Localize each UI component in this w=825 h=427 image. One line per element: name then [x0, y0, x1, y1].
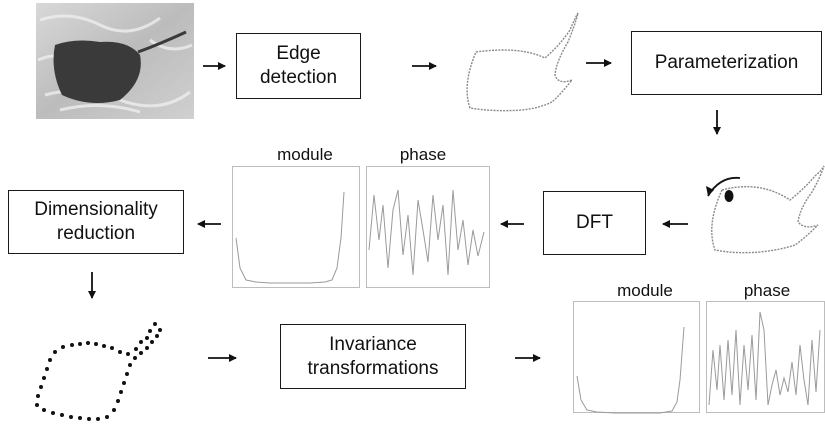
dimensionality-reduction-label-line1: Dimensionality: [34, 199, 158, 220]
dimensionality-reduction-box: Dimensionality reduction: [8, 190, 184, 254]
invariance-transformations-label-line1: Invariance: [329, 333, 417, 355]
edge-detection-label-line1: Edge: [276, 43, 321, 64]
dft-phase-label: phase: [399, 145, 447, 164]
dft-box: DFT: [543, 191, 646, 255]
inv-phase-label: phase: [743, 281, 791, 300]
dimensionality-reduction-label-line2: reduction: [56, 223, 136, 244]
dft-module-label: module: [277, 145, 333, 164]
inv-module-plot: [573, 301, 700, 413]
parameterization-box: Parameterization: [631, 31, 822, 95]
dft-label: DFT: [576, 212, 613, 233]
parameterization-label: Parameterization: [654, 52, 799, 73]
dft-module-plot: [232, 166, 360, 288]
edge-detection-label-line2: detection: [259, 67, 338, 88]
inv-module-label: module: [617, 281, 673, 300]
invariance-transformations-label-line2: transformations: [307, 357, 439, 379]
invariance-transformations-box: Invariance transformations: [280, 324, 466, 389]
edge-detection-box: Edge detection: [236, 33, 361, 99]
dft-phase-plot: [366, 166, 490, 288]
start-point-marker: [724, 190, 734, 202]
